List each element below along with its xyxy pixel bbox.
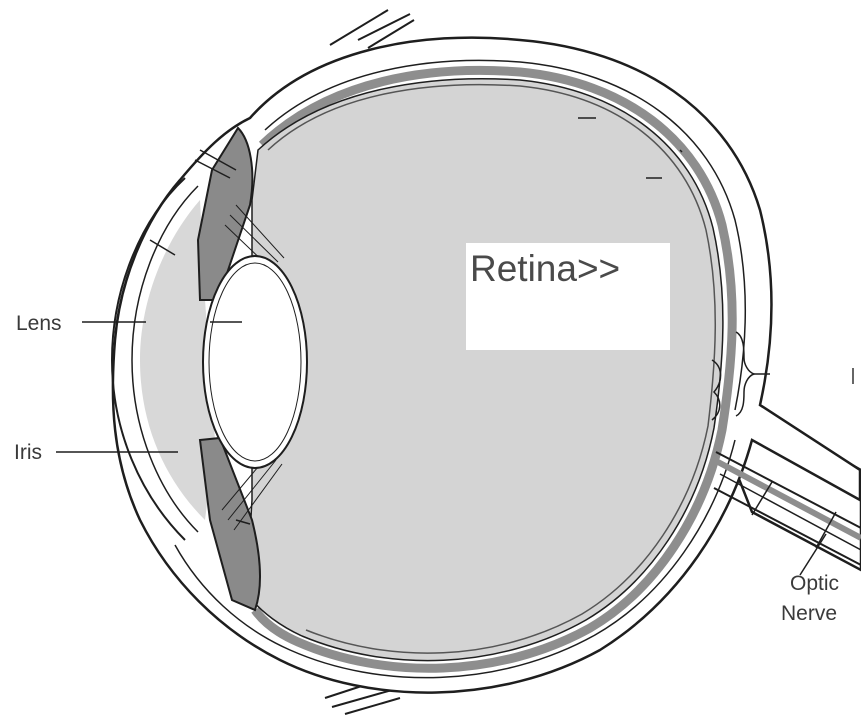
- optic-label: Optic: [790, 573, 839, 594]
- iris-label: Iris: [14, 442, 42, 463]
- edge-tick-mark: [852, 368, 854, 384]
- nerve-label: Nerve: [781, 603, 837, 624]
- retina-label-box: Retina>>: [466, 243, 670, 350]
- lens: [203, 256, 307, 468]
- retina-label: Retina>>: [470, 250, 620, 287]
- lens-label: Lens: [16, 313, 62, 334]
